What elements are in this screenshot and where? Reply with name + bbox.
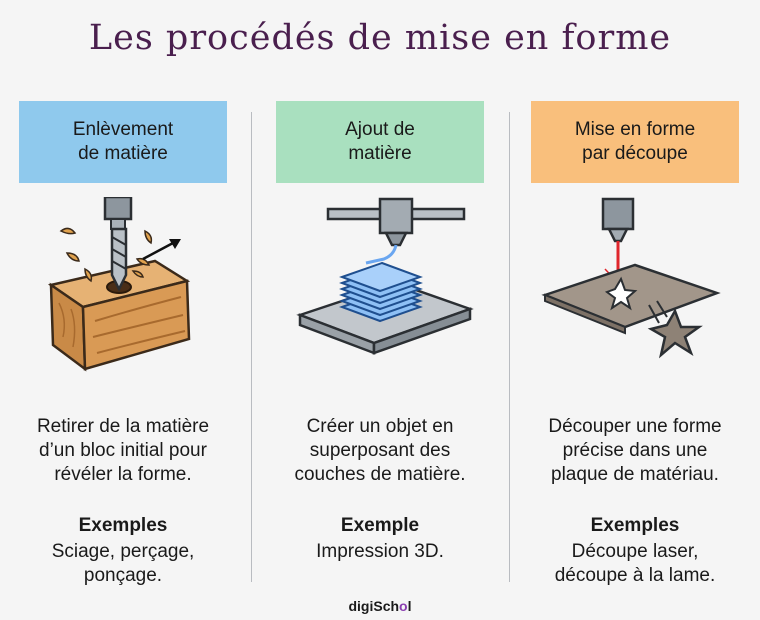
column-heading: Enlèvement de matière [19,101,227,183]
process-column-addition: Ajout de matière Créer un objet en super… [276,101,484,562]
examples-title: Exemples [590,515,680,536]
digischool-logo: digiSchol [0,598,760,614]
column-heading: Mise en forme par découpe [531,101,739,183]
process-column-cutting: Mise en forme par découpe Découper une f… [531,101,739,586]
examples-title: Exemples [78,515,168,536]
logo-text-accent: o [399,598,408,614]
examples-text: Impression 3D. [316,541,444,562]
column-description: Créer un objet en superposant des couche… [294,416,466,485]
examples-text: Découpe laser, découpe à la lame. [554,541,716,586]
examples-title: Exemple [340,515,420,536]
column-description: Découper une forme précise dans une plaq… [548,416,722,485]
3d-printer-nozzle-icon [296,197,474,355]
drill-into-wood-icon [47,197,191,372]
page-title: Les procédés de mise en forme [88,18,672,58]
column-heading: Ajout de matière [276,101,484,183]
column-divider [251,112,252,582]
column-divider [509,112,510,582]
examples-text: Sciage, perçage, ponçage. [51,541,195,586]
logo-text-start: digiSch [348,598,400,614]
logo-text-end: l [407,598,412,614]
column-description: Retirer de la matière d’un bloc initial … [36,416,210,485]
laser-cutting-star-icon [541,197,721,359]
process-column-removal: Enlèvement de matière Retirer de la mati… [19,101,227,586]
